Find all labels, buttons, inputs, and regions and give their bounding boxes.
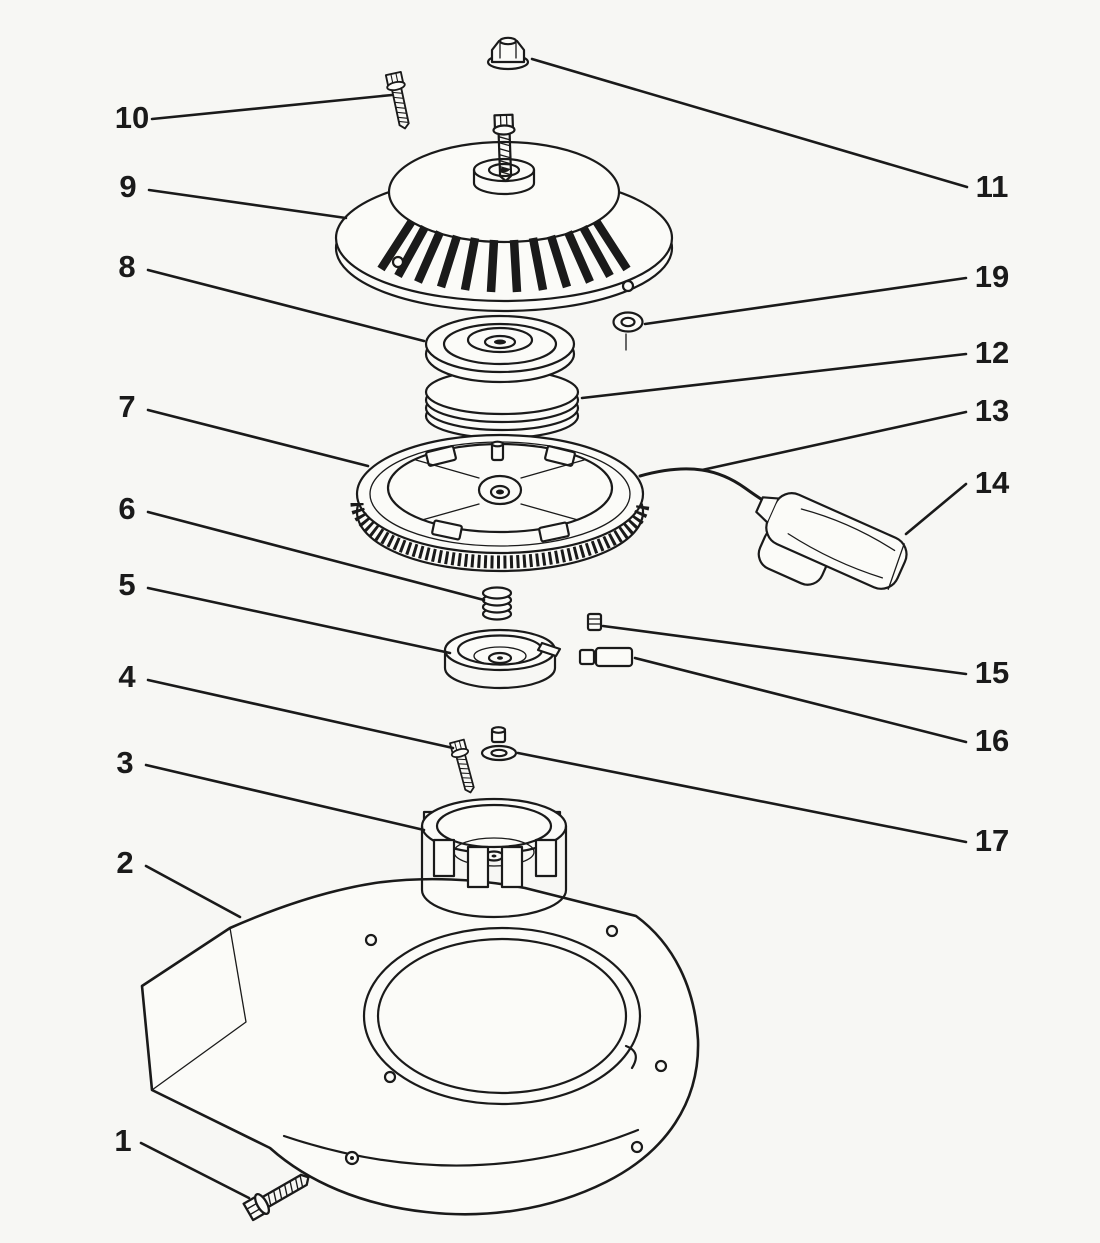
leader-line-9 bbox=[147, 188, 348, 220]
leader-line-8 bbox=[146, 268, 426, 343]
leader-line-10 bbox=[150, 93, 394, 121]
part-1-bolt bbox=[241, 1166, 316, 1223]
leader-line-12 bbox=[580, 352, 968, 400]
part-9-starter-housing bbox=[334, 140, 674, 313]
part-7-recoil-pulley-assembly bbox=[350, 433, 650, 573]
leader-lines bbox=[139, 57, 969, 1200]
callout-label-13: 13 bbox=[975, 393, 1009, 428]
leader-line-7 bbox=[146, 408, 370, 468]
part-19-washer bbox=[612, 311, 644, 351]
leader-line-5 bbox=[146, 586, 452, 655]
callout-label-10: 10 bbox=[115, 100, 149, 135]
part-10-screw bbox=[383, 70, 415, 132]
callout-label-15: 15 bbox=[975, 655, 1009, 690]
callout-label-2: 2 bbox=[116, 845, 133, 880]
callout-label-14: 14 bbox=[975, 465, 1010, 500]
callout-label-12: 12 bbox=[975, 335, 1009, 370]
leader-line-11 bbox=[530, 57, 969, 189]
part-8-pulley-sheave bbox=[424, 314, 576, 384]
part-2-blower-housing bbox=[140, 877, 700, 1216]
leader-line-6 bbox=[146, 510, 486, 602]
callout-label-7: 7 bbox=[118, 389, 135, 424]
part-13-starter-rope bbox=[638, 467, 776, 510]
part-11-flange-nut bbox=[486, 36, 530, 71]
leader-line-16 bbox=[633, 656, 968, 744]
part-17-retainer-washer bbox=[480, 726, 518, 762]
leader-line-17 bbox=[516, 751, 968, 844]
callout-label-19: 19 bbox=[975, 259, 1009, 294]
callout-label-5: 5 bbox=[118, 567, 135, 602]
callout-labels: 10 9 8 7 6 5 4 3 2 1 11 19 12 13 14 15 1… bbox=[114, 100, 1010, 1158]
part-3-starter-cup bbox=[420, 797, 568, 919]
callout-label-4: 4 bbox=[118, 659, 136, 694]
part-14-starter-handle bbox=[755, 492, 908, 590]
part-6-spring bbox=[481, 586, 513, 621]
leader-line-14 bbox=[904, 482, 968, 536]
leader-line-4 bbox=[146, 678, 455, 750]
leader-line-13 bbox=[700, 410, 968, 472]
callout-label-17: 17 bbox=[975, 823, 1009, 858]
part-15-pawl bbox=[586, 612, 603, 632]
callout-label-9: 9 bbox=[119, 169, 136, 204]
callout-label-16: 16 bbox=[975, 723, 1009, 758]
part-12-rewind-spring bbox=[424, 368, 580, 440]
part-16-clip bbox=[578, 646, 634, 668]
callout-label-6: 6 bbox=[118, 491, 135, 526]
leader-line-3 bbox=[144, 763, 426, 832]
callout-label-8: 8 bbox=[118, 249, 135, 284]
part-5-pulley-hub bbox=[443, 628, 562, 690]
leader-line-15 bbox=[601, 624, 968, 676]
callout-label-1: 1 bbox=[114, 1123, 131, 1158]
leader-line-2 bbox=[144, 864, 242, 919]
leader-line-1 bbox=[139, 1141, 251, 1200]
leader-line-19 bbox=[643, 276, 968, 326]
callout-label-11: 11 bbox=[976, 169, 1009, 204]
callout-label-3: 3 bbox=[116, 745, 133, 780]
